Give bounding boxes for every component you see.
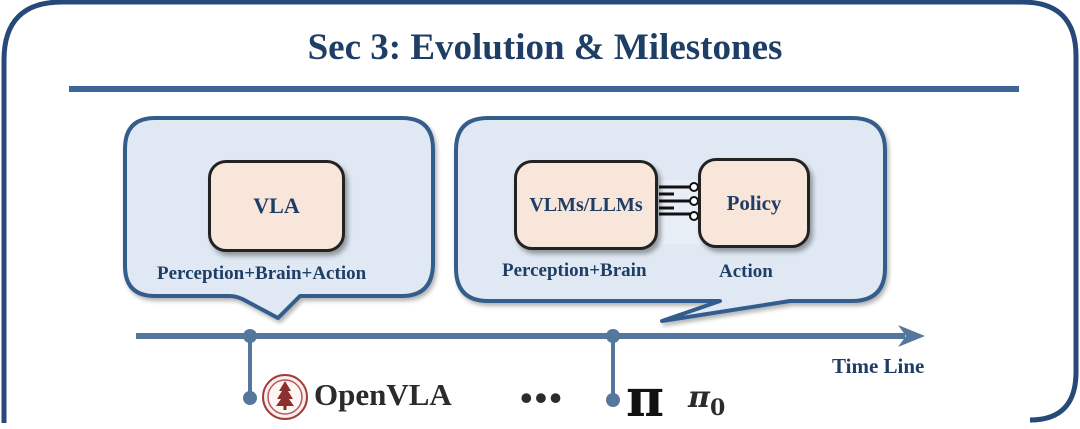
physical-intelligence-logo-icon: π bbox=[626, 368, 665, 429]
timeline-arrowhead-icon bbox=[898, 325, 925, 347]
page-title: Sec 3: Evolution & Milestones bbox=[307, 27, 783, 68]
policy-box: Policy bbox=[698, 158, 810, 248]
milestone-ellipsis: ••• bbox=[520, 378, 564, 418]
milestone-marker-openvla bbox=[243, 329, 257, 405]
policy-box-label: Policy bbox=[726, 190, 782, 215]
vla-box: VLA bbox=[208, 160, 345, 252]
stage1-caption: Perception+Brain+Action bbox=[157, 263, 367, 284]
plug-connector-icon bbox=[656, 180, 702, 244]
milestone-marker-pi0 bbox=[606, 329, 620, 407]
timeline-label: Time Line bbox=[832, 354, 925, 378]
milestone-openvla-label: OpenVLA bbox=[314, 377, 452, 412]
vlm-llm-box-label: VLMs/LLMs bbox=[529, 193, 643, 216]
stage2-right-caption: Action bbox=[719, 261, 773, 282]
stanford-seal-icon bbox=[262, 374, 308, 420]
vlm-llm-box: VLMs/LLMs bbox=[514, 160, 658, 250]
title-underline bbox=[69, 86, 1019, 92]
milestone-pi0-label: π0 bbox=[688, 380, 725, 421]
vla-box-label: VLA bbox=[253, 193, 300, 218]
pi0-symbol: π bbox=[688, 380, 710, 415]
pi0-subscript: 0 bbox=[709, 395, 726, 421]
stage2-left-caption: Perception+Brain bbox=[502, 260, 647, 281]
